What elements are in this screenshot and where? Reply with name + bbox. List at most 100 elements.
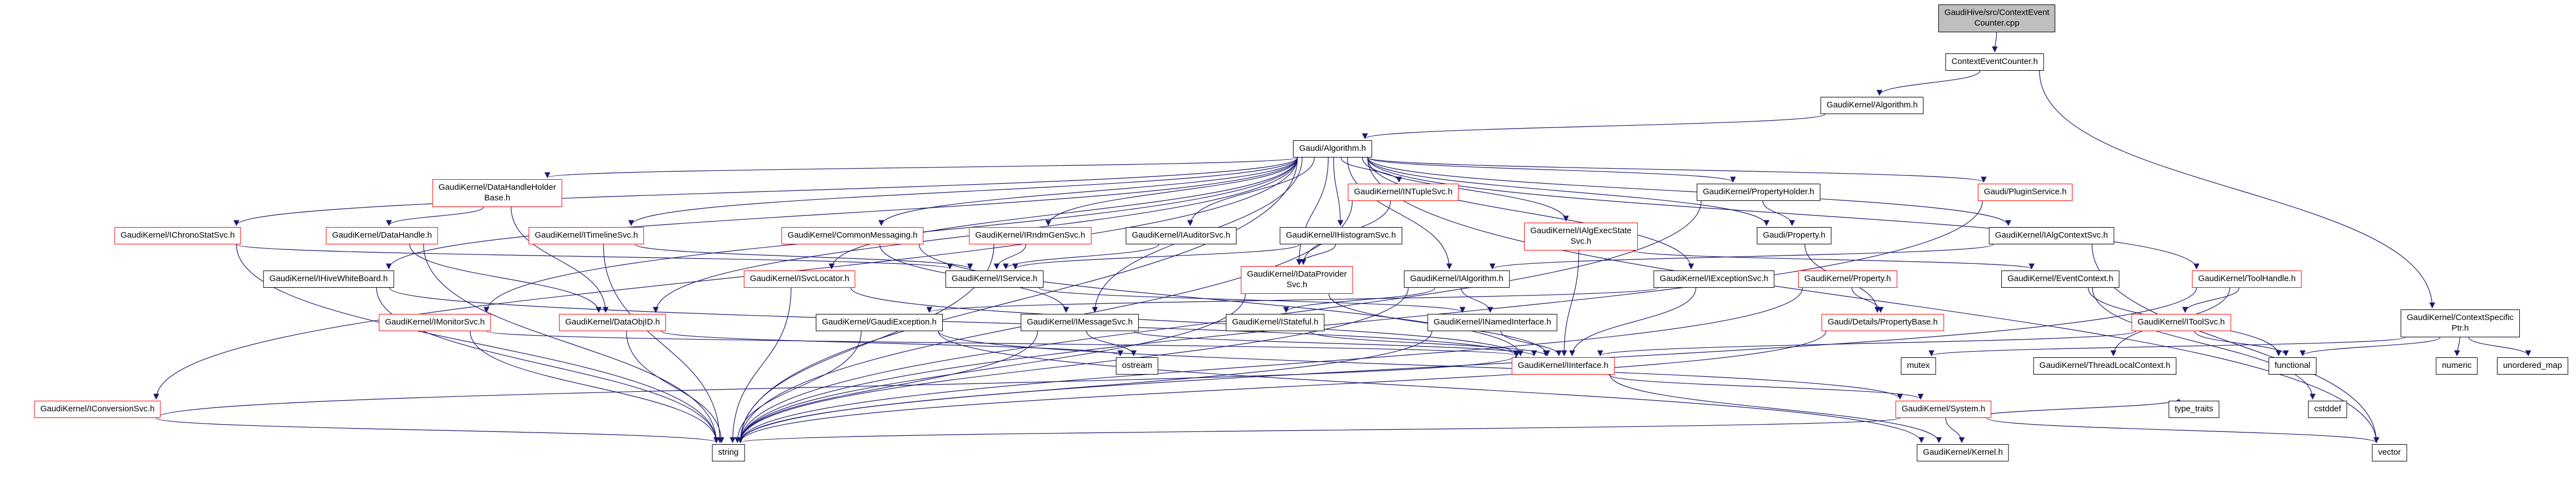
graph-edge-system-to-vector (1986, 417, 2379, 444)
graph-node-string[interactable]: string (712, 444, 745, 461)
graph-edge-eventcontext-to-cstddef (2092, 287, 2316, 400)
graph-node-ichronostatsvc[interactable]: GaudiKernel/IChronoStatSvc.h (114, 227, 241, 244)
graph-node-g_property[interactable]: Gaudi/Property.h (1756, 227, 1832, 244)
graph-node-vector[interactable]: vector (2372, 444, 2407, 461)
graph-edge-iconversionsvc-to-string (155, 417, 719, 444)
graph-edge-dhhb-to-datahandle (386, 206, 484, 227)
graph-edge-propertybase-to-string (737, 331, 1826, 444)
graph-edge-ialgorithm-to-string (737, 287, 1409, 444)
graph-node-ialgexecstatesvc[interactable]: GaudiKernel/IAlgExecState Svc.h (1524, 223, 1638, 250)
graph-node-kernel[interactable]: GaudiKernel/Kernel.h (1917, 444, 2009, 461)
graph-edge-datahandle-to-string (423, 244, 719, 444)
graph-edge-itimelinesvc-to-iservice (635, 244, 973, 270)
graph-node-toolhandle[interactable]: GaudiKernel/ToolHandle.h (2192, 271, 2302, 288)
graph-node-ostream[interactable]: ostream (1115, 357, 1159, 375)
graph-edge-gaudiexception-to-string (734, 331, 862, 444)
graph-edge-contextspecificptr-to-unordered_map (2469, 337, 2531, 357)
graph-node-ialgcontextsvc[interactable]: GaudiKernel/IAlgContextSvc.h (1989, 227, 2114, 244)
graph-node-functional[interactable]: functional (2268, 357, 2317, 375)
graph-node-threadlocalcontext[interactable]: GaudiKernel/ThreadLocalContext.h (2033, 357, 2177, 375)
graph-node-irndmgensvc[interactable]: GaudiKernel/IRndmGenSvc.h (969, 227, 1091, 244)
graph-edge-g_algorithm-to-commonmessaging (878, 157, 1298, 227)
graph-node-dhhb[interactable]: GaudiKernel/DataHandleHolder Base.h (432, 179, 562, 207)
graph-node-iinterface[interactable]: GaudiKernel/IInterface.h (1511, 357, 1615, 375)
graph-edge-irndmgensvc-to-iservice (993, 244, 1026, 270)
graph-edge-g_algorithm-to-ialgcontextsvc (1367, 157, 2011, 227)
graph-edge-contextspecificptr-to-numeric (2453, 337, 2460, 357)
graph-edge-g_algorithm-to-intuplesvc (1340, 157, 1402, 183)
graph-node-iconversionsvc[interactable]: GaudiKernel/IConversionSvc.h (34, 401, 161, 418)
graph-edge-g_algorithm-to-toolhandle (1367, 157, 2200, 270)
graph-node-iauditorsvc[interactable]: GaudiKernel/IAuditorSvc.h (1125, 227, 1237, 244)
graph-edge-g_algorithm-to-iexceptionsvc (1367, 157, 1695, 270)
graph-node-commonmessaging[interactable]: GaudiKernel/CommonMessaging.h (781, 227, 924, 244)
graph-edge-isvclocator-to-string (729, 287, 792, 444)
graph-edge-ctx_cpp-to-ctx_h (1991, 32, 1998, 53)
graph-edge-g_algorithm-to-dhhb (545, 157, 1298, 179)
graph-edge-iauditorsvc-to-iservice (1002, 244, 1159, 270)
graph-node-itoolsvc[interactable]: GaudiKernel/IToolSvc.h (2131, 314, 2231, 331)
graph-edge-propertyholder-to-g_property (1762, 200, 1795, 227)
graph-node-ihivewhiteboard[interactable]: GaudiKernel/IHiveWhiteBoard.h (263, 271, 394, 288)
graph-node-propertyholder[interactable]: GaudiKernel/PropertyHolder.h (1696, 184, 1821, 201)
graph-node-idataprovidersvc[interactable]: GaudiKernel/IDataProvider Svc.h (1241, 266, 1353, 294)
graph-edge-ctx_h-to-gk_algorithm (1876, 70, 1981, 96)
graph-edge-contextspecificptr-to-functional (2299, 337, 2441, 357)
graph-edge-gk_property-to-propertybase (1851, 287, 1884, 313)
graph-node-system[interactable]: GaudiKernel/System.h (1895, 401, 1992, 418)
graph-node-gk_property[interactable]: GaudiKernel/Property.h (1798, 271, 1897, 288)
graph-edge-g_algorithm-to-idataprovidersvc (1296, 157, 1329, 265)
graph-node-mutex[interactable]: mutex (1901, 357, 1936, 375)
graph-edge-iinterface-to-kernel (1609, 374, 1942, 444)
graph-node-ihistogramsvc[interactable]: GaudiKernel/IHistogramSvc.h (1280, 227, 1402, 244)
graph-edge-gk_property-to-string (737, 287, 1803, 444)
graph-edge-ihistogramsvc-to-iservice (1012, 244, 1300, 270)
graph-node-g_algorithm[interactable]: Gaudi/Algorithm.h (1292, 140, 1373, 158)
graph-node-ctx_cpp[interactable]: GaudiHive/src/ContextEvent Counter.cpp (1938, 4, 2056, 32)
graph-edge-g_algorithm-to-ichronostatsvc (233, 157, 1298, 227)
graph-edge-dataobjid-to-string (626, 331, 724, 444)
graph-edge-itimelinesvc-to-string (603, 244, 723, 444)
graph-node-pluginservice[interactable]: Gaudi/PluginService.h (1977, 184, 2073, 201)
graph-edge-g_algorithm-to-iauditorsvc (1187, 157, 1315, 227)
graph-node-isvclocator[interactable]: GaudiKernel/ISvcLocator.h (743, 271, 856, 288)
graph-edge-imessagesvc-to-ostream (1086, 331, 1137, 357)
graph-node-imonitorsvc[interactable]: GaudiKernel/IMonitorSvc.h (379, 314, 491, 331)
graph-edge-dhhb-to-dataobjid (511, 206, 609, 313)
graph-node-ctx_h[interactable]: ContextEventCounter.h (1945, 53, 2044, 71)
graph-node-intuplesvc[interactable]: GaudiKernel/INTupleSvc.h (1348, 184, 1459, 201)
graph-edge-contextspecificptr-to-mutex (1928, 337, 2406, 357)
graph-node-datahandle[interactable]: GaudiKernel/DataHandle.h (326, 227, 438, 244)
graph-node-propertybase[interactable]: Gaudi/Details/PropertyBase.h (1821, 314, 1944, 331)
graph-node-unordered_map[interactable]: unordered_map (2497, 357, 2568, 375)
graph-node-dataobjid[interactable]: GaudiKernel/DataObjID.h (559, 314, 667, 331)
graph-node-inamedinterface[interactable]: GaudiKernel/INamedInterface.h (1427, 314, 1558, 331)
graph-node-gk_algorithm[interactable]: GaudiKernel/Algorithm.h (1820, 97, 1924, 114)
graph-edge-imonitorsvc-to-iinterface (486, 331, 1519, 357)
graph-edge-ialgexecstatesvc-to-iinterface (1561, 250, 1579, 357)
graph-node-type_traits[interactable]: type_traits (2168, 401, 2220, 418)
graph-edge-g_algorithm-to-string (737, 157, 1298, 444)
graph-edge-dataobjid-to-ostream (661, 331, 1124, 357)
graph-node-imessagesvc[interactable]: GaudiKernel/IMessageSvc.h (1020, 314, 1139, 331)
graph-edge-istateful-to-iinterface (1309, 331, 1549, 357)
graph-node-eventcontext[interactable]: GaudiKernel/EventContext.h (2001, 271, 2120, 288)
graph-edge-itoolsvc-to-functional (2194, 331, 2289, 357)
graph-edge-system-to-kernel (1945, 417, 1965, 444)
graph-node-gaudiexception[interactable]: GaudiKernel/GaudiException.h (816, 314, 943, 331)
graph-edge-ihivewhiteboard-to-string (376, 287, 719, 444)
graph-edge-ihivewhiteboard-to-iinterface (389, 287, 1519, 357)
graph-edge-ichronostatsvc-to-iservice (236, 244, 953, 270)
graph-edge-g_algorithm-to-vector (1367, 157, 2379, 444)
graph-node-iexceptionsvc[interactable]: GaudiKernel/IExceptionSvc.h (1653, 271, 1775, 288)
graph-node-itimelinesvc[interactable]: GaudiKernel/ITimelineSvc.h (528, 227, 644, 244)
graph-node-iservice[interactable]: GaudiKernel/IService.h (945, 271, 1044, 288)
graph-node-ialgorithm[interactable]: GaudiKernel/IAlgorithm.h (1404, 271, 1510, 288)
graph-node-cstddef[interactable]: cstddef (2308, 401, 2348, 418)
graph-edge-imonitorsvc-to-string (469, 331, 719, 444)
graph-node-istateful[interactable]: GaudiKernel/IStateful.h (1226, 314, 1325, 331)
graph-edge-g_algorithm-to-ihivewhiteboard (385, 157, 1298, 270)
graph-edge-iinterface-to-system (1608, 374, 1924, 400)
graph-node-numeric[interactable]: numeric (2436, 357, 2478, 375)
graph-node-contextspecificptr[interactable]: GaudiKernel/ContextSpecific Ptr.h (2401, 309, 2520, 337)
